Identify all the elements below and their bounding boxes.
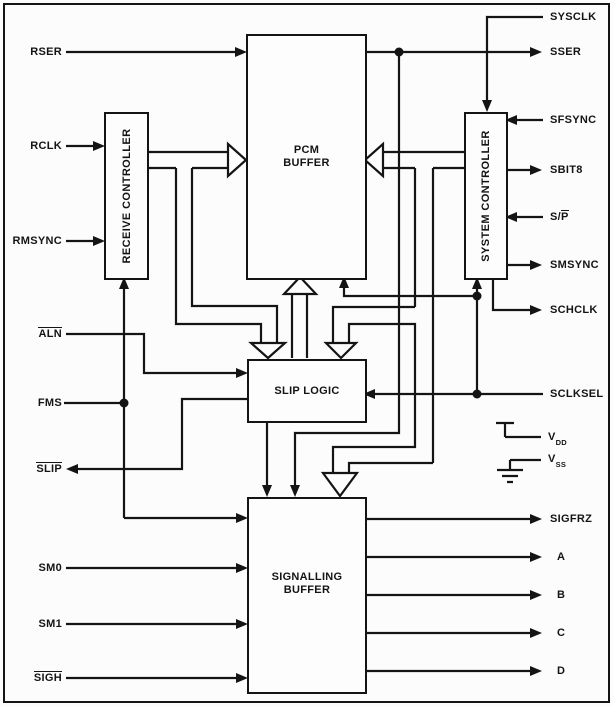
- signal-label-sm1: SM1: [38, 618, 62, 630]
- receive-controller-box: RECEIVE CONTROLLER: [104, 112, 149, 280]
- signal-label-sigh: SIGH: [33, 671, 62, 684]
- signal-label-sbit8: SBIT8: [550, 164, 583, 176]
- power-label-vdd: VDD: [548, 431, 567, 448]
- bus-receive-to-pcm: [145, 141, 288, 360]
- bus-pcm-slip-vertical: [281, 275, 319, 358]
- wire-d: [363, 666, 542, 676]
- signal-label-aln: ALN: [38, 327, 62, 340]
- wire-sigfrz: [363, 514, 542, 524]
- signalling-buffer-box: SIGNALLING BUFFER: [247, 497, 367, 694]
- wire-sp: [505, 212, 543, 222]
- bus-system-to-pcm: [320, 141, 465, 498]
- wire-sigh: [66, 673, 248, 683]
- signal-label-schclk: SCHCLK: [550, 304, 598, 316]
- signal-label-d: D: [557, 665, 566, 677]
- wire-sm0: [66, 563, 248, 573]
- wire-sfsync: [505, 115, 543, 125]
- wire-slip-to-signalling: [262, 419, 272, 497]
- slip-logic-box: SLIP LOGIC: [247, 359, 367, 423]
- signal-label-rmsync: RMSYNC: [12, 235, 62, 247]
- wire-b: [363, 590, 542, 600]
- wire-rclk: [66, 141, 105, 151]
- signalling-buffer-label: SIGNALLING BUFFER: [271, 570, 343, 596]
- wire-fms: [64, 277, 248, 523]
- wire-slip-output: [66, 397, 247, 474]
- wire-rser: [66, 47, 247, 57]
- pcm-buffer-label: PCM BUFFER: [283, 144, 330, 169]
- wire-c: [363, 628, 542, 638]
- wire-sysclk: [482, 15, 543, 112]
- diagram-border: [3, 3, 610, 703]
- signal-label-c: C: [557, 627, 566, 639]
- vss-ground-symbol: [497, 458, 541, 484]
- signal-label-rclk: RCLK: [30, 140, 62, 152]
- signal-label-b: B: [557, 589, 566, 601]
- signal-label-rser: RSER: [30, 46, 62, 58]
- signal-label-sp: S/P: [550, 210, 569, 223]
- signal-label-a: A: [557, 551, 566, 563]
- wire-schclk: [491, 276, 542, 315]
- wire-sclksel: [339, 276, 543, 399]
- signal-label-sigfrz: SIGFRZ: [550, 513, 593, 525]
- power-label-vss: VSS: [548, 453, 567, 470]
- signal-label-slip: SLIP: [36, 462, 62, 475]
- signal-label-sclksel: SCLKSEL: [550, 388, 604, 400]
- wire-aln: [66, 332, 248, 378]
- slip-logic-label: SLIP LOGIC: [274, 384, 340, 397]
- wire-a: [363, 552, 542, 562]
- signal-label-sm0: SM0: [38, 562, 62, 574]
- vdd-symbol: [496, 421, 541, 439]
- wire-sm1: [66, 619, 248, 629]
- signal-label-sysclk: SYSCLK: [550, 11, 597, 23]
- wire-rmsync: [66, 236, 105, 246]
- wire-sser-branch-to-signalling: [290, 52, 401, 497]
- pcm-buffer-box: PCM BUFFER: [246, 34, 367, 280]
- signal-label-sser: SSER: [550, 46, 582, 58]
- signal-label-sfsync: SFSYNC: [550, 114, 597, 126]
- system-controller-box: SYSTEM CONTROLLER: [464, 112, 508, 280]
- signal-label-fms: FMS: [37, 397, 62, 409]
- signal-label-smsync: SMSYNC: [550, 259, 599, 271]
